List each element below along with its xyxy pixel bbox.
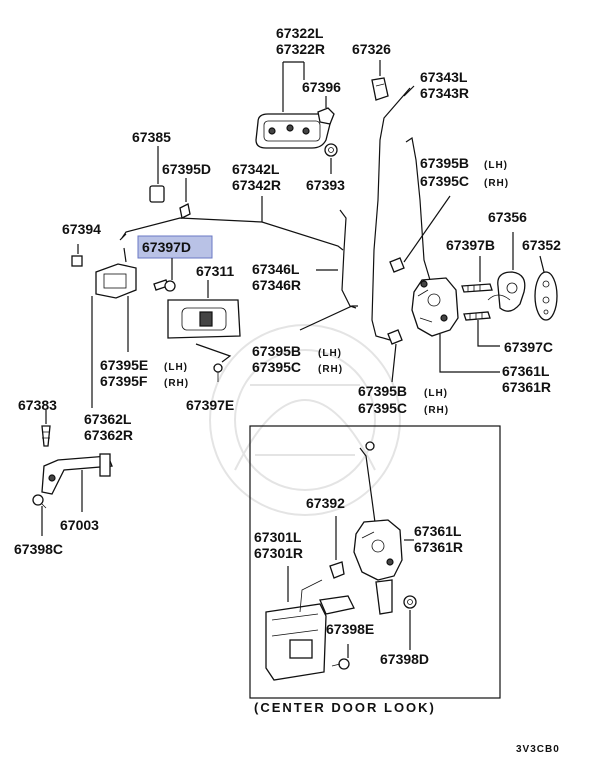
label-67361r-box: 67361R xyxy=(414,539,463,555)
nut-67393[interactable] xyxy=(324,143,338,157)
watermark-emblem xyxy=(209,324,401,516)
label-67322l: 67322L xyxy=(276,25,324,41)
label-67361r-upper: 67361R xyxy=(502,379,551,395)
label-67395e: 67395E xyxy=(100,357,148,373)
label-67395c-upper: 67395C xyxy=(420,173,469,189)
label-67361l-box: 67361L xyxy=(414,523,462,539)
label-67395b-mid: 67395B xyxy=(252,343,301,359)
side-lh-lower: (LH) xyxy=(424,388,448,399)
label-67383: 67383 xyxy=(18,397,57,413)
center-door-box xyxy=(249,425,501,699)
rod-center xyxy=(359,447,377,531)
label-67393: 67393 xyxy=(306,177,345,193)
label-67343l: 67343L xyxy=(420,69,468,85)
rod-67342[interactable] xyxy=(119,217,344,251)
rod-center-knob xyxy=(365,441,375,451)
label-67398d: 67398D xyxy=(380,651,429,667)
rod-67346[interactable] xyxy=(339,209,357,309)
actuator-67301[interactable] xyxy=(265,579,355,681)
label-67395b-lower: 67395B xyxy=(358,383,407,399)
label-67397d[interactable]: 67397D xyxy=(142,239,191,255)
label-67356: 67356 xyxy=(488,209,527,225)
screw-67397b[interactable] xyxy=(461,283,493,293)
label-67343r: 67343R xyxy=(420,85,469,101)
label-67397c: 67397C xyxy=(504,339,553,355)
label-67398c: 67398C xyxy=(14,541,63,557)
bolt-67398e[interactable] xyxy=(331,658,350,670)
clip-67395bc-lower[interactable] xyxy=(387,329,403,345)
label-67342l: 67342L xyxy=(232,161,280,177)
highlight-67397d xyxy=(137,235,213,259)
nut-67398d[interactable] xyxy=(403,595,417,609)
label-67395d: 67395D xyxy=(162,161,211,177)
screw-67397e[interactable] xyxy=(213,363,223,382)
side-lh-upper: (LH) xyxy=(484,160,508,171)
label-67395c-lower: 67395C xyxy=(358,400,407,416)
center-door-caption: (CENTER DOOR LOOK) xyxy=(254,700,436,715)
label-67394: 67394 xyxy=(62,221,101,237)
label-67395c-mid: 67395C xyxy=(252,359,301,375)
clip-67395d[interactable] xyxy=(179,203,191,219)
door-lock-upper[interactable] xyxy=(411,277,459,337)
label-67396: 67396 xyxy=(302,79,341,95)
label-67392: 67392 xyxy=(306,495,345,511)
label-67397e: 67397E xyxy=(186,397,234,413)
label-67322r: 67322R xyxy=(276,41,325,57)
label-67342r: 67342R xyxy=(232,177,281,193)
outside-handle[interactable] xyxy=(255,113,331,149)
door-lock-center[interactable] xyxy=(353,519,403,615)
label-67398e: 67398E xyxy=(326,621,374,637)
label-67362r: 67362R xyxy=(84,427,133,443)
label-67003: 67003 xyxy=(60,517,99,533)
label-67397b: 67397B xyxy=(446,237,495,253)
screw-67397c[interactable] xyxy=(463,311,491,321)
clip-67392[interactable] xyxy=(329,561,345,579)
label-67301r: 67301R xyxy=(254,545,303,561)
label-67395b-upper: 67395B xyxy=(420,155,469,171)
leader-67395bc-mid xyxy=(299,305,358,331)
rod-67343[interactable] xyxy=(371,85,415,341)
clip-67326[interactable] xyxy=(371,77,389,101)
check-arm-67003[interactable] xyxy=(41,453,113,495)
screw-67397d[interactable] xyxy=(153,279,176,292)
inside-handle-67311[interactable] xyxy=(167,299,241,339)
label-67362l: 67362L xyxy=(84,411,132,427)
bolt-67383[interactable] xyxy=(41,425,51,447)
label-67311: 67311 xyxy=(196,263,234,279)
label-67301l: 67301L xyxy=(254,529,302,545)
clip-67394[interactable] xyxy=(71,255,83,267)
rod-67361-link xyxy=(405,136,431,281)
side-rh-ef: (RH) xyxy=(164,378,189,389)
label-67361l-upper: 67361L xyxy=(502,363,550,379)
nut-67396[interactable] xyxy=(317,107,335,125)
side-rh-lower: (RH) xyxy=(424,405,449,416)
label-67346r: 67346R xyxy=(252,277,301,293)
block-67385[interactable] xyxy=(149,185,165,203)
label-67346l: 67346L xyxy=(252,261,300,277)
label-67352: 67352 xyxy=(522,237,561,253)
label-67326: 67326 xyxy=(352,41,391,57)
label-67395f: 67395F xyxy=(100,373,148,389)
bolt-67398c[interactable] xyxy=(32,494,47,509)
side-lh-mid: (LH) xyxy=(318,348,342,359)
diagram-code: 3V3CB0 xyxy=(516,744,560,755)
side-rh-mid: (RH) xyxy=(318,364,343,375)
shim-67352[interactable] xyxy=(534,271,558,321)
bracket-67362[interactable] xyxy=(95,263,137,299)
side-rh-upper: (RH) xyxy=(484,178,509,189)
striker-67356[interactable] xyxy=(487,271,526,312)
side-lh-ef: (LH) xyxy=(164,362,188,373)
label-67385: 67385 xyxy=(132,129,171,145)
clip-67395bc-upper[interactable] xyxy=(389,257,405,273)
